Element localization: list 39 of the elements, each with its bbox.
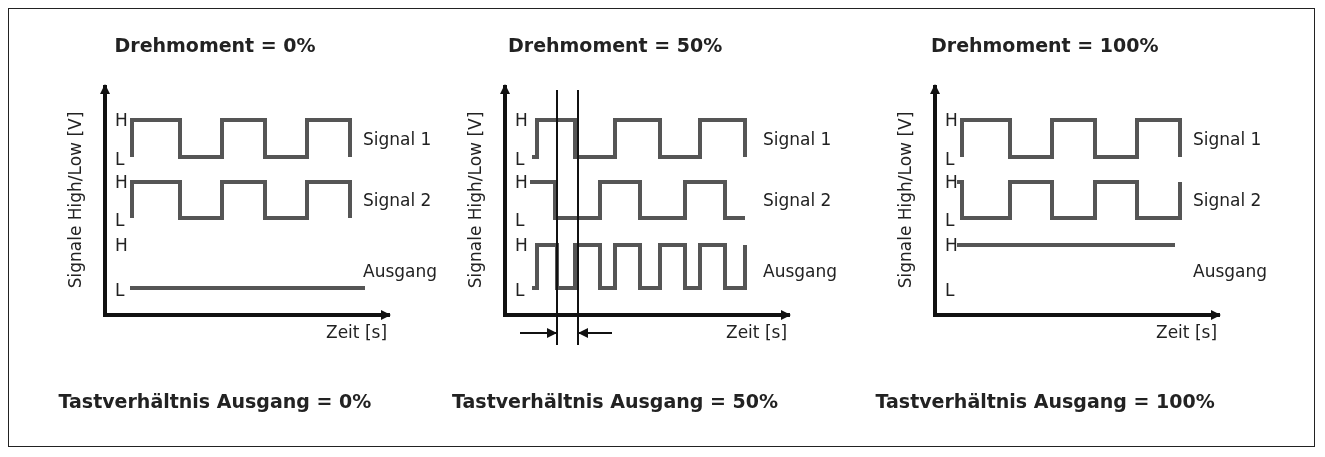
level-label: H — [115, 235, 128, 255]
duty-cycle-label: Tastverhältnis Ausgang = 0% — [58, 391, 372, 411]
duty-cycle-label: Tastverhältnis Ausgang = 100% — [875, 391, 1215, 411]
panel-title: Drehmoment = 100% — [931, 35, 1159, 55]
level-label: H — [515, 110, 528, 130]
duty-cycle-label: Tastverhältnis Ausgang = 50% — [452, 391, 778, 411]
signal-label: Ausgang — [763, 260, 838, 281]
axis-label: Zeit [s] — [1156, 322, 1218, 342]
level-label: H — [945, 235, 958, 255]
level-label: L — [115, 280, 125, 300]
axis-label: Zeit [s] — [726, 322, 788, 342]
signal-label: Signal 2 — [1193, 190, 1262, 210]
level-label: L — [515, 210, 525, 230]
level-label: H — [515, 235, 528, 255]
level-label: L — [515, 280, 525, 300]
signal-label: Signal 1 — [1193, 128, 1262, 149]
axis-label: Signale High/Low [V] — [894, 111, 915, 289]
panel-title: Drehmoment = 0% — [114, 35, 316, 55]
signal-label: Signal 1 — [763, 128, 832, 149]
signal-label: Signal 2 — [363, 190, 432, 210]
level-label: L — [515, 149, 525, 169]
level-label: L — [115, 210, 125, 230]
signal-label: Signal 2 — [763, 190, 832, 210]
signal-label: Ausgang — [1193, 260, 1268, 281]
level-label: H — [115, 110, 128, 130]
axis-label: Signale High/Low [V] — [464, 111, 485, 289]
level-label: H — [515, 172, 528, 192]
level-label: H — [945, 172, 958, 192]
level-label: H — [115, 172, 128, 192]
level-label: L — [115, 149, 125, 169]
level-label: L — [945, 210, 955, 230]
level-label: H — [945, 110, 958, 130]
axis-label: Zeit [s] — [326, 322, 388, 342]
signal-label: Ausgang — [363, 260, 438, 281]
level-label: L — [945, 149, 955, 169]
signal-label: Signal 1 — [363, 128, 432, 149]
level-label: L — [945, 280, 955, 300]
axis-label: Signale High/Low [V] — [64, 111, 85, 289]
panel-title: Drehmoment = 50% — [508, 35, 723, 55]
